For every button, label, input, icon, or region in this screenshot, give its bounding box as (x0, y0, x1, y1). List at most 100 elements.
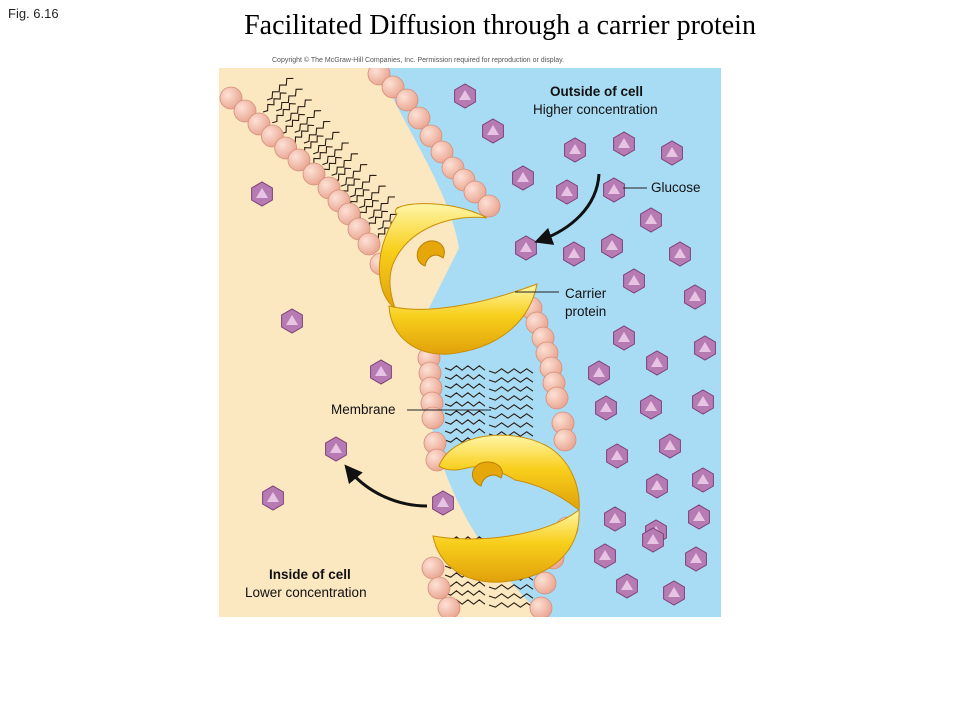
glucose-molecule (640, 207, 662, 233)
glucose-molecule (661, 140, 683, 166)
lipid-tail (488, 593, 534, 599)
phospholipid-head (395, 88, 419, 112)
lipid-tail (488, 413, 534, 419)
arrow-protein-to-inside (344, 464, 428, 508)
glucose-molecule (616, 573, 638, 599)
outside-subtitle: Higher concentration (533, 102, 658, 117)
lipid-tail (488, 584, 534, 590)
lipid-tail (444, 392, 486, 398)
phospholipid-head (419, 124, 443, 148)
lipid-tail (355, 200, 379, 221)
lipid-tail (331, 153, 359, 176)
lipid-tail (359, 185, 386, 209)
glucose-label: Glucose (651, 180, 701, 195)
glucose-molecule (325, 436, 347, 462)
glucose-molecule (692, 467, 714, 493)
glucose-molecule (601, 233, 623, 259)
glucose-molecule (564, 137, 586, 163)
inside-region (219, 68, 544, 617)
glucose-molecule (642, 527, 664, 553)
glucose-molecule (688, 504, 710, 530)
lipid-tail (312, 131, 340, 155)
glucose-molecule (694, 335, 716, 361)
glucose-molecule (454, 83, 476, 109)
inside-title: Inside of cell (269, 567, 351, 582)
lipid-tail (368, 196, 395, 219)
lipid-tail (444, 581, 486, 587)
glucose-molecule (646, 473, 668, 499)
lipid-tail (488, 602, 534, 608)
lipid-tail (488, 422, 534, 428)
lipid-tail (444, 419, 486, 425)
glucose-molecule (692, 389, 714, 415)
lipid-tail (266, 77, 294, 101)
lipid-tail (488, 404, 534, 410)
glucose-molecule (262, 485, 284, 511)
lipid-tail (488, 368, 534, 374)
lipid-tail (488, 377, 534, 383)
copyright-notice: Copyright © The McGraw-Hill Companies, I… (272, 57, 565, 64)
phospholipid-head (545, 386, 569, 410)
lipid-tail (444, 374, 486, 380)
phospholipid-head (553, 428, 577, 452)
glucose-molecule (663, 580, 685, 606)
phospholipid-head (463, 180, 487, 204)
glucose-molecule (251, 181, 273, 207)
carrier-protein-lower (432, 434, 580, 583)
glucose-molecule (432, 490, 454, 516)
phospholipid-head (421, 406, 445, 430)
carrier-protein-upper (378, 203, 538, 355)
outside-title: Outside of cell (550, 84, 643, 99)
glucose-molecule (594, 543, 616, 569)
glucose-molecule (595, 395, 617, 421)
glucose-molecules (251, 83, 716, 606)
membrane-label: Membrane (331, 402, 396, 417)
phospholipid-head (529, 596, 553, 617)
phospholipid-head (287, 148, 311, 172)
phospholipid-head (477, 194, 501, 218)
lipid-tail (276, 88, 303, 112)
glucose-molecule (370, 359, 392, 385)
glucose-molecule (669, 241, 691, 267)
glucose-molecule (613, 325, 635, 351)
glucose-molecule (482, 118, 504, 144)
glucose-molecule (556, 179, 578, 205)
glucose-molecule (684, 284, 706, 310)
lipid-tail (262, 92, 287, 113)
facilitated-diffusion-diagram: Outside of cell Higher concentration Glu… (219, 68, 721, 617)
lipid-tail (444, 383, 486, 389)
phospholipid-head (437, 596, 461, 617)
figure-number: Fig. 6.16 (8, 6, 59, 21)
lipid-tail (349, 174, 377, 198)
carrier-label-line1: Carrier (565, 286, 607, 301)
lipid-tail (444, 365, 486, 371)
phospholipid-head (430, 140, 454, 164)
glucose-molecule (685, 546, 707, 572)
glucose-molecule (606, 443, 628, 469)
lipid-tail (303, 120, 331, 144)
carrier-label-line2: protein (565, 304, 606, 319)
arrow-outside-to-protein (534, 173, 601, 245)
lipid-tail (488, 386, 534, 392)
lipid-tail (444, 401, 486, 407)
lipid-tail (340, 164, 368, 187)
glucose-molecule (659, 433, 681, 459)
phospholipid-head (407, 106, 431, 130)
lipid-tail (488, 395, 534, 401)
lipid-tail (281, 113, 305, 135)
glucose-molecule (512, 165, 534, 191)
glucose-molecule (623, 268, 645, 294)
lipid-tail (322, 142, 349, 166)
glucose-molecule (563, 241, 585, 267)
phospholipid-head (421, 556, 445, 580)
lipid-tail (285, 99, 312, 123)
phospholipid-head (427, 576, 451, 600)
glucose-molecule (603, 177, 625, 203)
lipid-tail (272, 103, 296, 124)
glucose-molecule (281, 308, 303, 334)
inside-subtitle: Lower concentration (245, 585, 367, 600)
glucose-molecule (646, 350, 668, 376)
lipid-tail (294, 110, 322, 133)
lipid-tail (444, 410, 486, 416)
slide-title: Facilitated Diffusion through a carrier … (244, 10, 756, 41)
